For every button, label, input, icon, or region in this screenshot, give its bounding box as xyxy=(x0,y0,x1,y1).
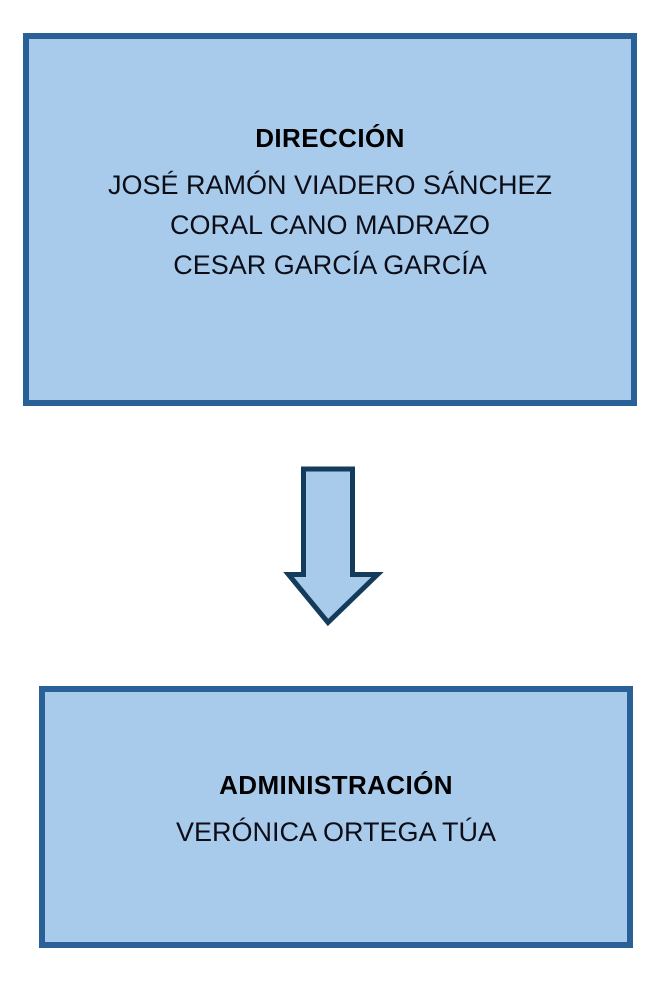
org-node-direccion[interactable]: DIRECCIÓN JOSÉ RAMÓN VIADERO SÁNCHEZ COR… xyxy=(23,33,637,406)
org-node-administracion[interactable]: ADMINISTRACIÓN VERÓNICA ORTEGA TÚA xyxy=(39,686,633,948)
org-node-direccion-member-2: CORAL CANO MADRAZO xyxy=(169,209,491,240)
org-node-direccion-title: DIRECCIÓN xyxy=(255,122,405,153)
org-node-direccion-member-1: JOSÉ RAMÓN VIADERO SÁNCHEZ xyxy=(107,169,553,200)
org-node-direccion-content: DIRECCIÓN JOSÉ RAMÓN VIADERO SÁNCHEZ COR… xyxy=(29,125,631,279)
org-node-administracion-content: ADMINISTRACIÓN VERÓNICA ORTEGA TÚA xyxy=(45,772,627,846)
org-node-administracion-member-1: VERÓNICA ORTEGA TÚA xyxy=(175,817,497,847)
org-node-direccion-member-3: CESAR GARCÍA GARCÍA xyxy=(173,249,487,280)
down-arrow-icon xyxy=(283,464,384,628)
org-node-administracion-title: ADMINISTRACIÓN xyxy=(219,770,453,800)
